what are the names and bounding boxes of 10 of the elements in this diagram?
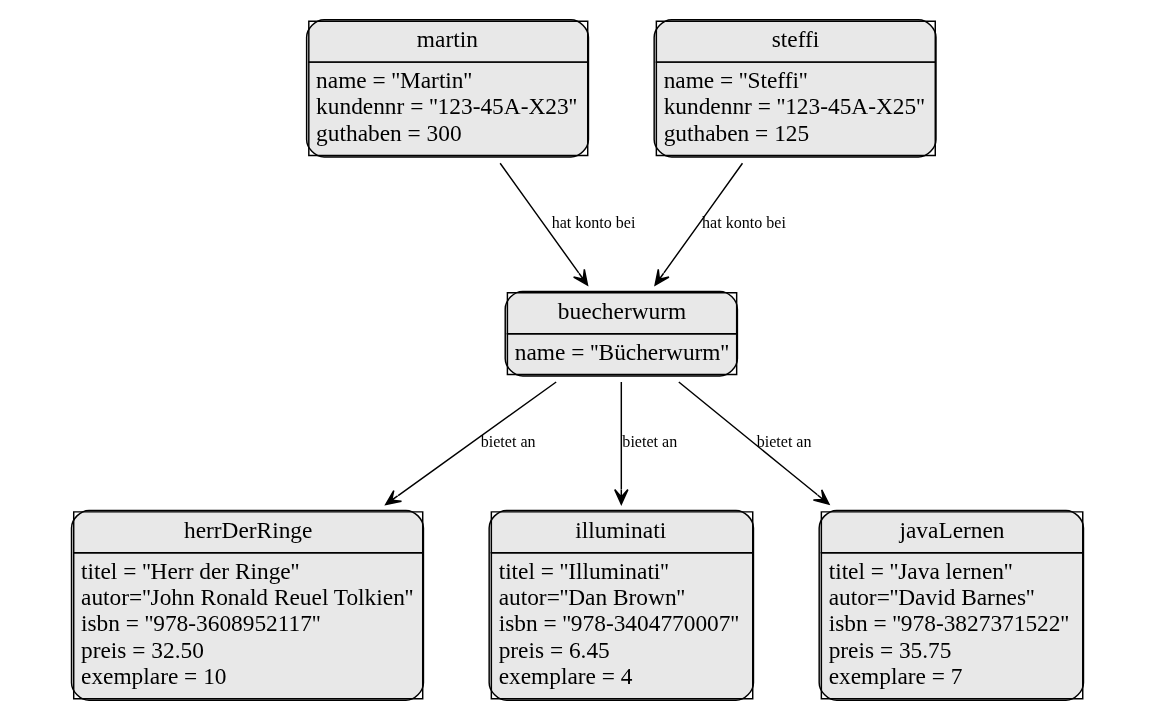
arrow bbox=[653, 162, 743, 286]
edge-label: bietet an bbox=[621, 433, 677, 451]
arrow bbox=[384, 381, 557, 506]
edge-label: hat konto bei bbox=[701, 214, 786, 232]
edge-label: hat konto bei bbox=[551, 214, 635, 232]
edge-label: bietet an bbox=[480, 433, 536, 451]
arrow bbox=[498, 162, 588, 286]
arrow bbox=[677, 381, 830, 505]
arrow bbox=[613, 381, 629, 505]
edge-label: bietet an bbox=[756, 433, 812, 451]
